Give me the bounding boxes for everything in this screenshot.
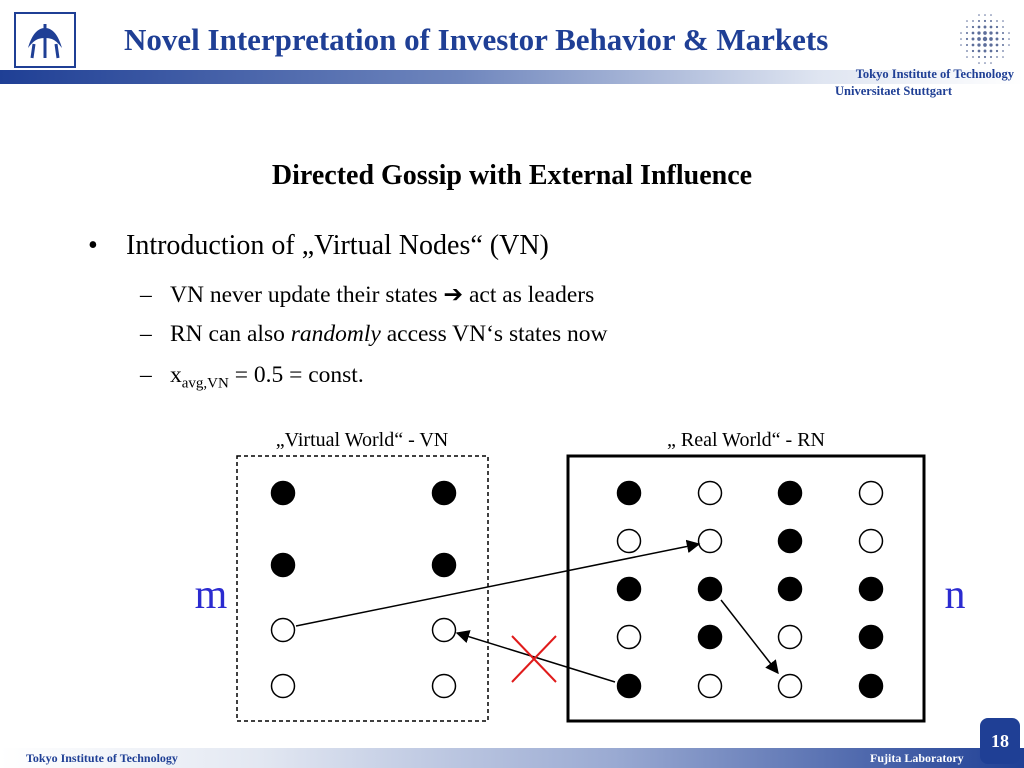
swallow-logo-icon xyxy=(28,24,62,59)
institution-name-2: Universitaet Stuttgart xyxy=(835,84,952,98)
footer-lab: Fujita Laboratory xyxy=(870,751,964,765)
real-node-empty xyxy=(616,624,642,650)
blocked-cross-icon xyxy=(511,635,557,683)
real-node-grid xyxy=(616,480,884,699)
virtual-node-empty xyxy=(270,617,296,643)
sub-bullet-2: –RN can also randomly access VN‘s states… xyxy=(140,321,608,348)
sub-bullet-3: –xavg,VN = 0.5 = const. xyxy=(140,362,364,393)
real-node-filled xyxy=(777,528,803,554)
virtual-world-box xyxy=(236,455,489,722)
sub-bullet-3-subscript: avg,VN xyxy=(181,375,229,392)
real-node-filled xyxy=(616,576,642,602)
footer-bar xyxy=(0,748,1024,768)
arrow-vn-to-rn xyxy=(295,539,701,627)
virtual-node-filled xyxy=(431,480,457,506)
virtual-node-filled xyxy=(270,552,296,578)
real-node-empty xyxy=(697,673,723,699)
real-node-filled xyxy=(697,576,723,602)
real-node-empty xyxy=(858,528,884,554)
dash-icon: – xyxy=(140,282,152,308)
real-node-filled xyxy=(697,624,723,650)
real-node-filled xyxy=(616,673,642,699)
real-node-empty xyxy=(697,528,723,554)
real-world-box xyxy=(566,454,926,723)
real-node-filled xyxy=(616,480,642,506)
right-arrow-icon: ➔ xyxy=(443,282,464,308)
real-node-empty xyxy=(697,480,723,506)
sub-bullet-3-text-b: = 0.5 = const. xyxy=(228,362,364,388)
real-node-filled xyxy=(777,480,803,506)
institution-name-1: Tokyo Institute of Technology xyxy=(855,67,1014,81)
real-node-filled xyxy=(858,673,884,699)
real-world-label: „ Real World“ - RN xyxy=(667,429,825,451)
real-node-filled xyxy=(777,576,803,602)
virtual-node-empty xyxy=(431,617,457,643)
bullet-main: • Introduction of „Virtual Nodes“ (VN) xyxy=(88,230,549,262)
dot-pattern-logo-icon xyxy=(960,14,1010,64)
university-logo-right xyxy=(958,12,1012,66)
virtual-world-label: „Virtual World“ - VN xyxy=(276,429,449,451)
dash-icon: – xyxy=(140,362,152,388)
sub-bullet-3-text-a: x xyxy=(170,362,182,388)
slide-subtitle: Directed Gossip with External Influence xyxy=(271,160,753,191)
sub-bullet-2-text-b: access VN‘s states now xyxy=(380,321,608,347)
n-label: n xyxy=(945,572,966,618)
real-node-empty xyxy=(858,480,884,506)
virtual-node-empty xyxy=(270,673,296,699)
header-bar xyxy=(0,70,1024,84)
sub-bullet-1-text-b: act as leaders xyxy=(463,282,595,308)
real-node-filled xyxy=(858,576,884,602)
real-node-empty xyxy=(777,624,803,650)
bullet-dot-icon: • xyxy=(88,230,98,261)
page-number: 18 xyxy=(980,718,1020,764)
sub-bullet-2-emphasis: randomly xyxy=(290,321,381,347)
slide-title: Novel Interpretation of Investor Behavio… xyxy=(124,22,829,57)
dash-icon: – xyxy=(140,321,152,347)
virtual-node-filled xyxy=(431,552,457,578)
sub-bullet-1-text-a: VN never update their states xyxy=(170,282,438,308)
real-node-empty xyxy=(616,528,642,554)
sub-bullet-1: –VN never update their states ➔ act as l… xyxy=(140,280,594,309)
bullet-main-text: Introduction of „Virtual Nodes“ (VN) xyxy=(126,230,549,261)
m-label: m xyxy=(195,572,228,618)
sub-bullet-2-text-a: RN can also xyxy=(170,321,291,347)
real-node-filled xyxy=(858,624,884,650)
virtual-node-grid xyxy=(270,480,457,699)
virtual-node-empty xyxy=(431,673,457,699)
arrow-rn-to-rn xyxy=(720,599,779,675)
university-logo-left xyxy=(14,12,76,68)
virtual-node-filled xyxy=(270,480,296,506)
footer-institution: Tokyo Institute of Technology xyxy=(26,751,178,765)
real-node-empty xyxy=(777,673,803,699)
